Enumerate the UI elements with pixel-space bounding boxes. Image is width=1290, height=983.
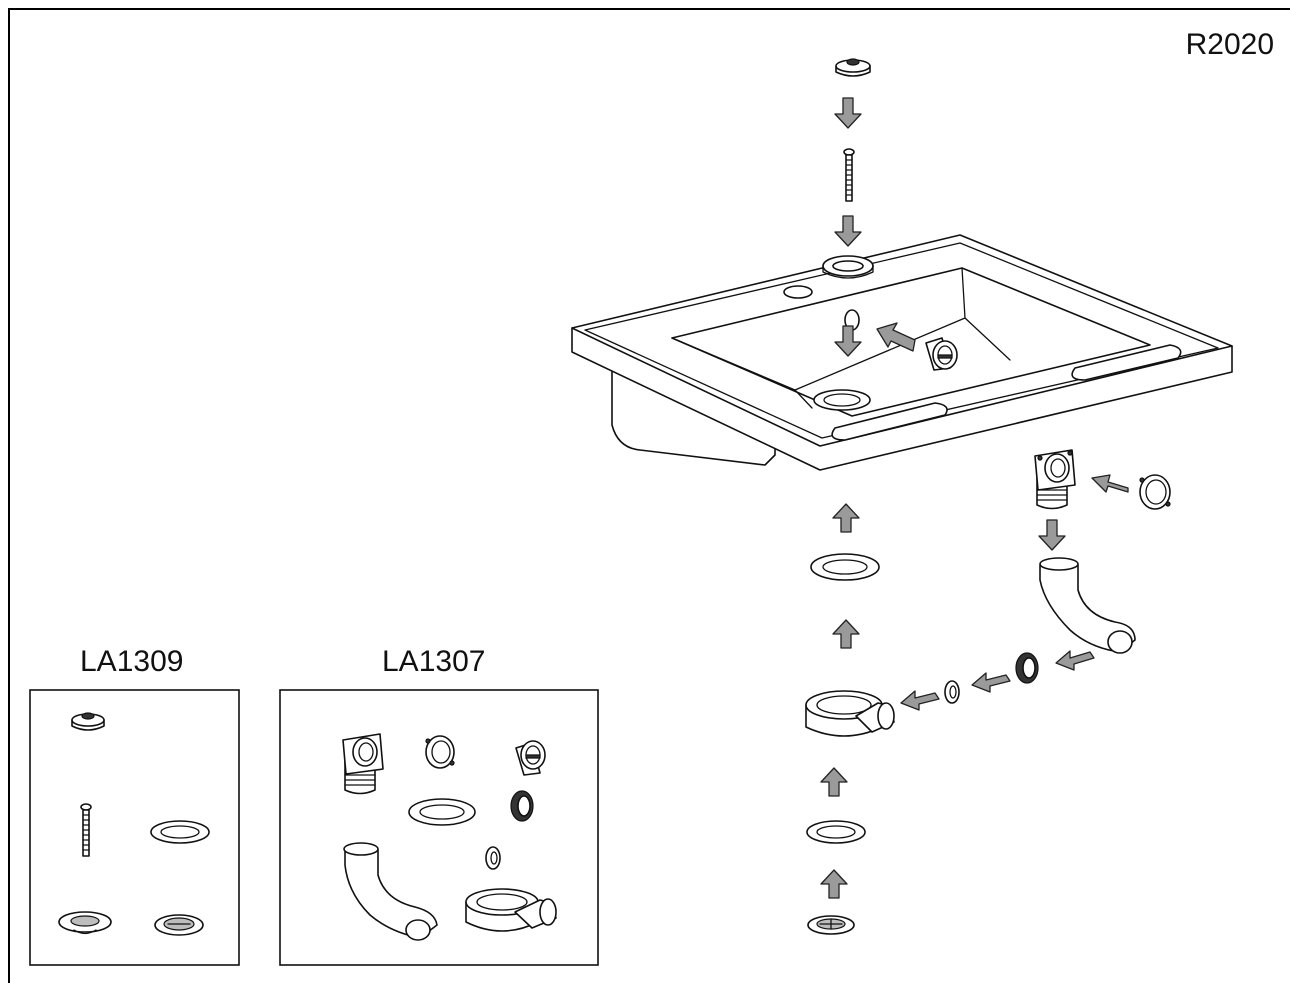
bottle-trap-body [805,690,895,737]
arrow-down [834,325,862,357]
lower-gasket [806,820,866,844]
kit-la1309-box [29,689,240,966]
bottle-trap-part [465,888,557,932]
arrow-left [1091,474,1129,493]
gasket-part [150,820,210,844]
kit-la1307-box [279,689,599,966]
threaded-nut-part [510,790,534,822]
arrow-up [820,869,848,899]
arrow-left [971,672,1011,693]
washbasin [571,234,1233,471]
arrow-up [820,767,848,797]
overflow-fitting-part [515,740,546,776]
small-washer [944,680,960,704]
model-code-label: R2020 [1185,28,1274,61]
arrow-left [900,690,940,711]
overflow-elbow-part [342,733,384,795]
long-screw-part [80,803,92,857]
long-screw [843,148,855,202]
overflow-fitting [925,337,958,371]
arrow-down [834,215,862,247]
overflow-cover-plate [1139,474,1171,510]
overflow-elbow [1034,449,1076,510]
arrow-up [832,619,860,649]
waste-grid-part [154,914,204,936]
stopper-cap-part [71,712,105,731]
threaded-nut [1015,652,1039,684]
overflow-hose [1039,557,1136,654]
kit-la1307-label: LA1307 [382,645,486,678]
stopper-cap [835,58,871,77]
arrow-up [832,503,860,533]
flange-gasket [810,553,880,581]
page-frame [8,8,1290,983]
waste-grid [807,915,855,935]
arrow-down [834,97,862,129]
kit-la1309-label: LA1309 [80,645,184,678]
arrow-left [876,322,916,352]
arrow-left [1055,650,1095,671]
waste-plug-part [58,911,112,935]
flange-gasket-part [408,798,476,826]
tap-flange [822,255,874,279]
overflow-hose-part [343,842,438,941]
overflow-cover-part [425,735,455,769]
arrow-down [1038,519,1066,551]
small-washer-part [485,846,501,870]
